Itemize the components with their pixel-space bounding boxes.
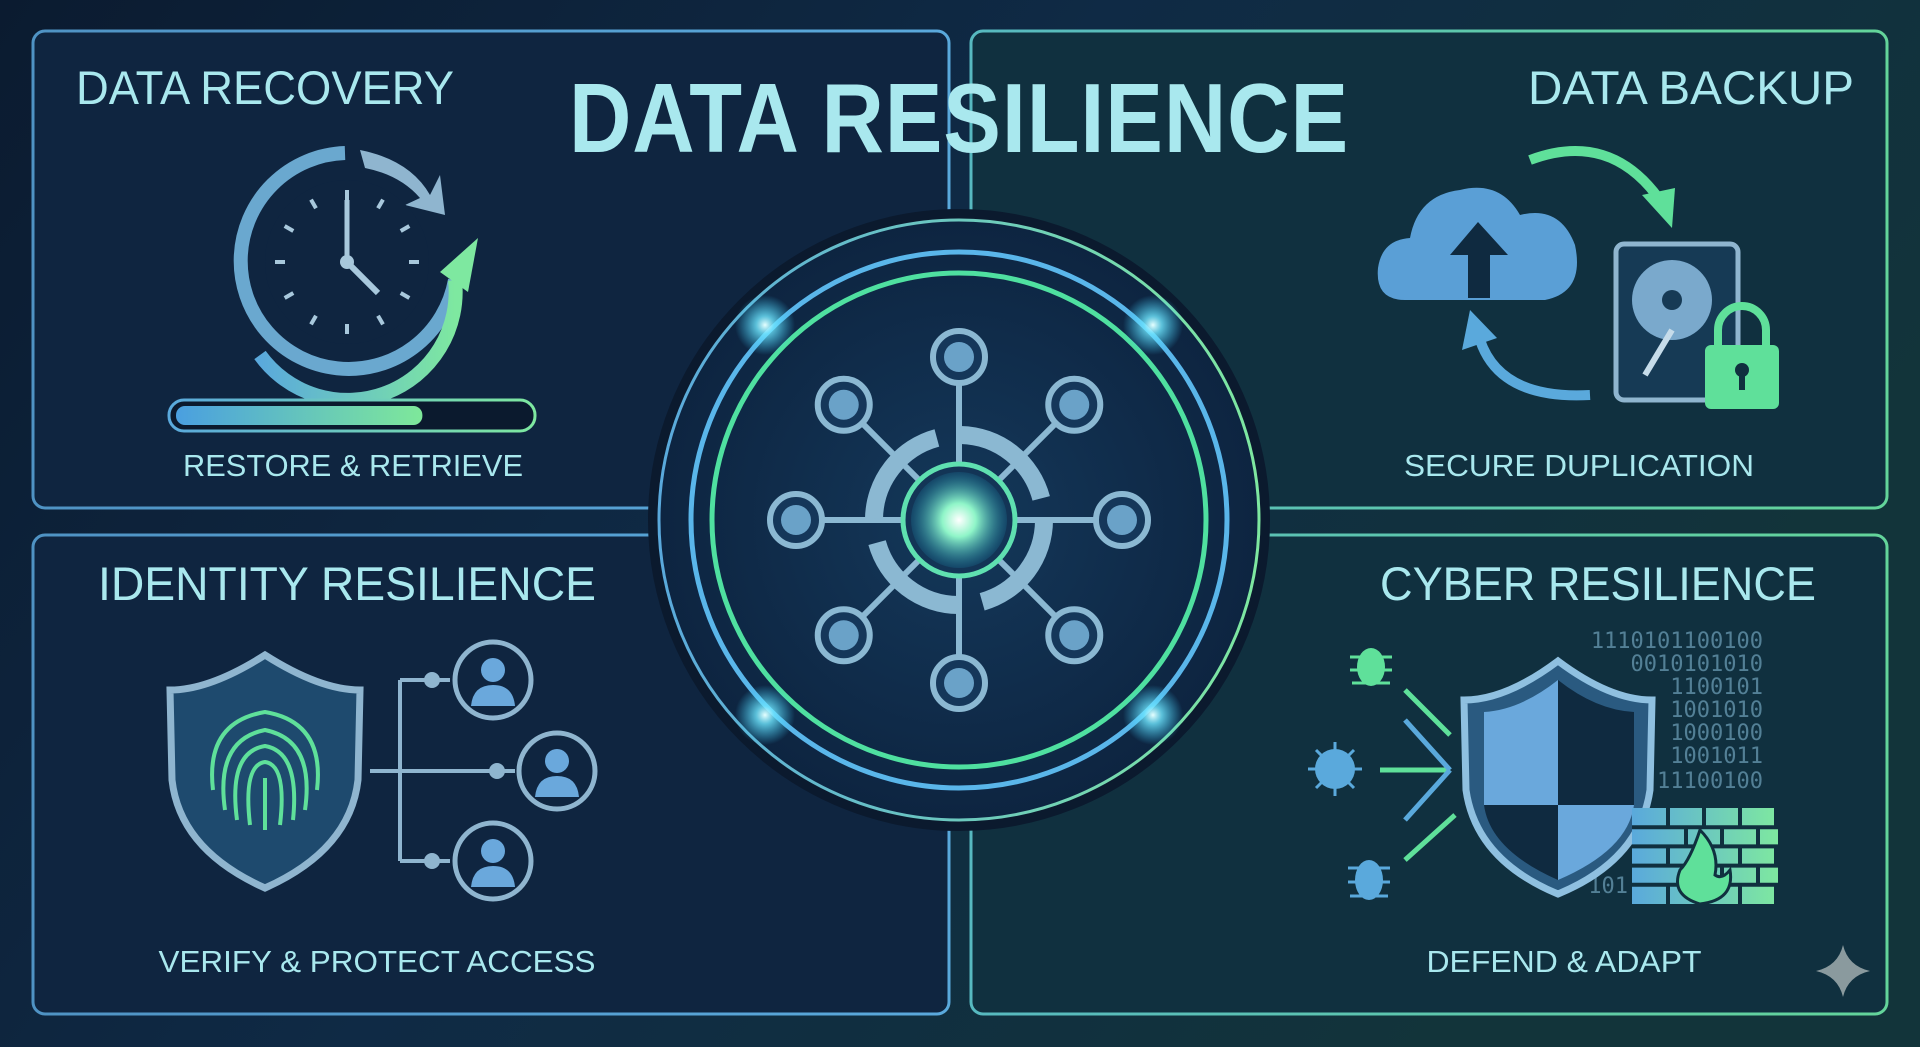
binary-code: 1110101100100 0010101010 1100101 1001010… — [1588, 629, 1763, 899]
hub-spoke — [996, 557, 1057, 618]
firewall-icon — [1632, 808, 1778, 906]
clock-tick — [376, 314, 385, 326]
network-hub-icon — [648, 209, 1270, 831]
sync-arrow-top — [1528, 146, 1665, 203]
hub-spoke — [861, 422, 922, 483]
data-recovery-heading: DATA RECOVERY — [76, 61, 454, 114]
clock-tick — [399, 291, 411, 300]
hub-node-core — [1059, 620, 1090, 651]
binary-line: 1001011 — [1670, 744, 1763, 769]
binary-line: 11100100 — [1657, 769, 1763, 794]
data-recovery-caption: RESTORE & RETRIEVE — [183, 448, 523, 483]
binary-line: 0010101010 — [1631, 652, 1763, 677]
clock-tick — [283, 224, 295, 233]
user-connector-lines — [370, 672, 515, 869]
sparkle-icon — [1816, 945, 1870, 997]
hub-node-core — [1107, 505, 1137, 535]
user-icon — [452, 820, 534, 902]
binary-line: 1000100 — [1670, 721, 1763, 746]
user-icon — [452, 639, 534, 721]
binary-line: 1100101 — [1670, 675, 1763, 700]
hub-node-core — [1059, 389, 1090, 420]
hub-node-core — [781, 505, 811, 535]
progress-fill — [176, 406, 423, 425]
progress-bar — [167, 398, 537, 433]
hub-node-core — [944, 668, 974, 698]
sync-arrowhead-top — [1642, 188, 1675, 228]
padlock-icon — [1705, 302, 1779, 409]
user-icon — [516, 730, 598, 812]
binary-line: 1001010 — [1670, 698, 1763, 723]
hub-spoke — [996, 422, 1057, 483]
cyber-resilience-caption: DEFEND & ADAPT — [1427, 944, 1702, 979]
hub-node-core — [828, 620, 859, 651]
binary-line: 1110101100100 — [1591, 629, 1763, 654]
hub-spoke — [861, 557, 922, 618]
clock-tick — [309, 314, 318, 326]
bug-icon — [1348, 860, 1390, 900]
page-title: DATA RESILIENCE — [569, 63, 1349, 173]
attack-arrows — [1380, 688, 1457, 862]
hub-node-core — [944, 342, 974, 372]
identity-resilience-caption: VERIFY & PROTECT ACCESS — [159, 944, 596, 979]
sync-arrowhead-bottom — [1462, 310, 1497, 350]
data-backup-heading: DATA BACKUP — [1528, 61, 1854, 114]
hub-node-core — [828, 389, 859, 420]
bug-icon — [1350, 648, 1392, 686]
clock-tick — [309, 198, 318, 210]
clock-tick — [399, 224, 411, 233]
cloud-upload-icon — [1377, 187, 1577, 300]
cyber-resilience-heading: CYBER RESILIENCE — [1380, 557, 1816, 610]
sync-arrow-bottom — [1475, 338, 1591, 401]
virus-icon — [1308, 742, 1362, 796]
fingerprint-shield-icon — [166, 650, 364, 892]
data-backup-caption: SECURE DUPLICATION — [1404, 448, 1754, 483]
security-shield-icon — [1460, 656, 1656, 898]
clock-tick — [283, 291, 295, 300]
clock-tick — [376, 198, 385, 210]
clock-recovery-icon — [233, 146, 478, 407]
identity-resilience-heading: IDENTITY RESILIENCE — [98, 557, 596, 610]
